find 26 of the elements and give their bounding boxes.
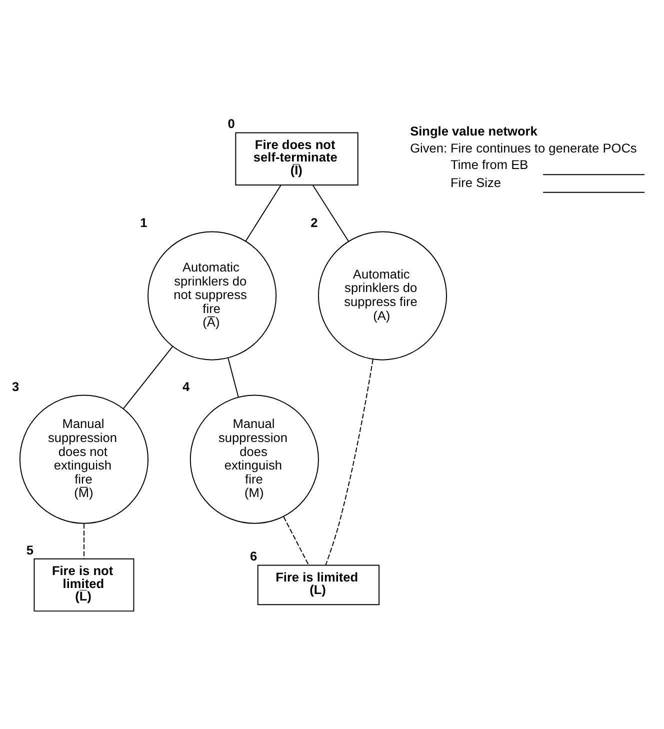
node-label: 0 [228,116,235,131]
connector [83,522,84,559]
label: Fire Size [450,174,501,190]
label: Single value network [410,123,538,138]
node-label: 5 [26,542,34,557]
node-box: Fire is not limited (L̅) [34,558,134,612]
label: Given: [410,140,448,155]
label: Fire continues to generate POCs [450,140,637,155]
connector [312,184,349,242]
connector [245,184,282,242]
connector [325,358,374,566]
connector [122,346,174,409]
node-box: Fire is limited (L) [257,564,380,605]
node-label: 4 [182,378,190,394]
node-label: 3 [12,378,20,394]
node-label: 6 [250,548,258,564]
label: Time from EB [450,156,528,172]
node-circle: Automatic sprinklers do suppress fire (A) [318,230,448,360]
node-box: Fire does not self-terminate (I̅) [235,132,358,185]
connector [283,516,310,566]
node-circle: Manual suppression does extinguish fire (M) [190,394,319,524]
node-label: 2 [310,214,318,230]
node-circle: Automatic sprinklers do not suppress fire (A̅) [148,230,277,360]
connector [228,356,239,398]
node-label: 1 [140,214,148,230]
node-circle: Manual suppression does not extinguish fire (M̅) [19,394,148,524]
